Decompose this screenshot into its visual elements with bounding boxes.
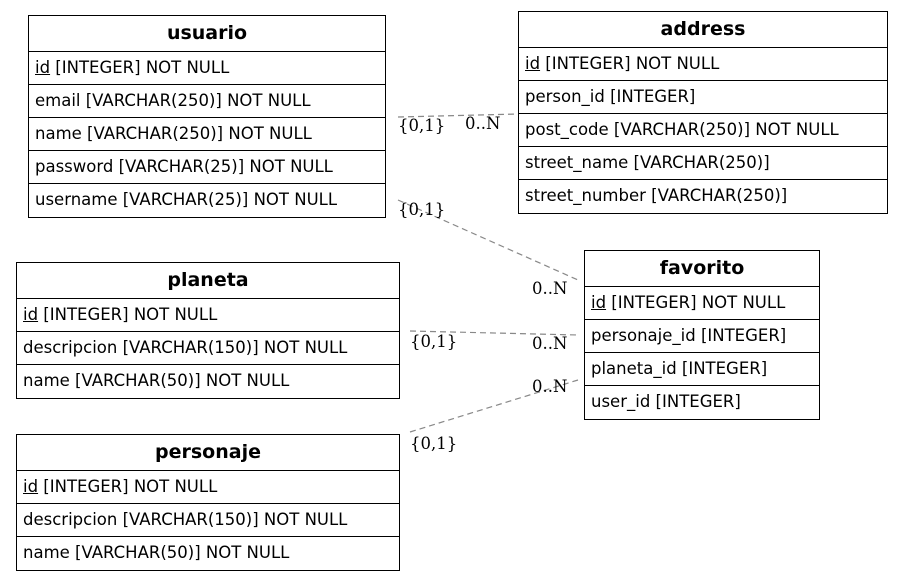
edge-planeta-favorito (409, 330, 579, 336)
field-row: email [VARCHAR(250)] NOT NULL (29, 85, 385, 118)
field-text: password [VARCHAR(25)] NOT NULL (35, 157, 333, 176)
card-usuario-favorito-from: {0,1} (398, 200, 445, 219)
entity-planeta[interactable]: planeta id [INTEGER] NOT NULL descripcio… (16, 262, 400, 399)
field-text: descripcion [VARCHAR(150)] NOT NULL (23, 510, 348, 529)
field-row: user_id [INTEGER] (585, 386, 819, 419)
field-row: person_id [INTEGER] (519, 81, 887, 114)
field-text: descripcion [VARCHAR(150)] NOT NULL (23, 338, 348, 357)
entity-usuario[interactable]: usuario id [INTEGER] NOT NULL email [VAR… (28, 15, 386, 218)
card-personaje-favorito-to: 0..N (532, 377, 567, 396)
field-row: post_code [VARCHAR(250)] NOT NULL (519, 114, 887, 147)
entity-title: usuario (29, 16, 385, 52)
entity-personaje[interactable]: personaje id [INTEGER] NOT NULL descripc… (16, 434, 400, 571)
field-row: name [VARCHAR(50)] NOT NULL (17, 537, 399, 570)
field-text: street_name [VARCHAR(250)] (525, 153, 770, 172)
field-text: [INTEGER] NOT NULL (38, 305, 218, 324)
field-row: descripcion [VARCHAR(150)] NOT NULL (17, 504, 399, 537)
card-usuario-address-to: 0..N (465, 114, 500, 133)
field-text: name [VARCHAR(250)] NOT NULL (35, 124, 312, 143)
card-planeta-favorito-to: 0..N (532, 334, 567, 353)
primary-key: id (525, 54, 541, 73)
primary-key: id (35, 58, 51, 77)
field-text: [INTEGER] NOT NULL (606, 293, 786, 312)
card-usuario-favorito-to: 0..N (532, 279, 567, 298)
field-text: name [VARCHAR(50)] NOT NULL (23, 371, 290, 390)
entity-address[interactable]: address id [INTEGER] NOT NULL person_id … (518, 11, 888, 214)
field-text: post_code [VARCHAR(250)] NOT NULL (525, 120, 839, 139)
field-text: [INTEGER] NOT NULL (38, 477, 218, 496)
field-row: street_name [VARCHAR(250)] (519, 147, 887, 180)
field-row: personaje_id [INTEGER] (585, 320, 819, 353)
field-row: id [INTEGER] NOT NULL (585, 287, 819, 320)
edge-usuario-favorito (397, 199, 579, 281)
field-text: person_id [INTEGER] (525, 87, 696, 106)
card-personaje-favorito-from: {0,1} (410, 434, 457, 453)
field-text: username [VARCHAR(25)] NOT NULL (35, 190, 338, 209)
primary-key: id (23, 477, 39, 496)
field-row: id [INTEGER] NOT NULL (17, 471, 399, 504)
field-text: [INTEGER] NOT NULL (50, 58, 230, 77)
field-text: planeta_id [INTEGER] (591, 359, 768, 378)
field-row: password [VARCHAR(25)] NOT NULL (29, 151, 385, 184)
field-row: planeta_id [INTEGER] (585, 353, 819, 386)
entity-title: favorito (585, 251, 819, 287)
entity-favorito[interactable]: favorito id [INTEGER] NOT NULL personaje… (584, 250, 820, 420)
field-row: id [INTEGER] NOT NULL (519, 48, 887, 81)
field-text: email [VARCHAR(250)] NOT NULL (35, 91, 311, 110)
card-planeta-favorito-from: {0,1} (410, 332, 457, 351)
field-row: id [INTEGER] NOT NULL (17, 299, 399, 332)
entity-title: personaje (17, 435, 399, 471)
field-text: street_number [VARCHAR(250)] (525, 186, 788, 205)
entity-title: address (519, 12, 887, 48)
field-text: [INTEGER] NOT NULL (540, 54, 720, 73)
edge-usuario-address (397, 113, 519, 118)
field-row: name [VARCHAR(50)] NOT NULL (17, 365, 399, 398)
primary-key: id (23, 305, 39, 324)
entity-title: planeta (17, 263, 399, 299)
card-usuario-address-from: {0,1} (398, 116, 445, 135)
field-row: username [VARCHAR(25)] NOT NULL (29, 184, 385, 217)
field-text: user_id [INTEGER] (591, 392, 741, 411)
field-row: street_number [VARCHAR(250)] (519, 180, 887, 213)
field-row: descripcion [VARCHAR(150)] NOT NULL (17, 332, 399, 365)
primary-key: id (591, 293, 607, 312)
field-text: name [VARCHAR(50)] NOT NULL (23, 543, 290, 562)
field-text: personaje_id [INTEGER] (591, 326, 787, 345)
field-row: name [VARCHAR(250)] NOT NULL (29, 118, 385, 151)
field-row: id [INTEGER] NOT NULL (29, 52, 385, 85)
